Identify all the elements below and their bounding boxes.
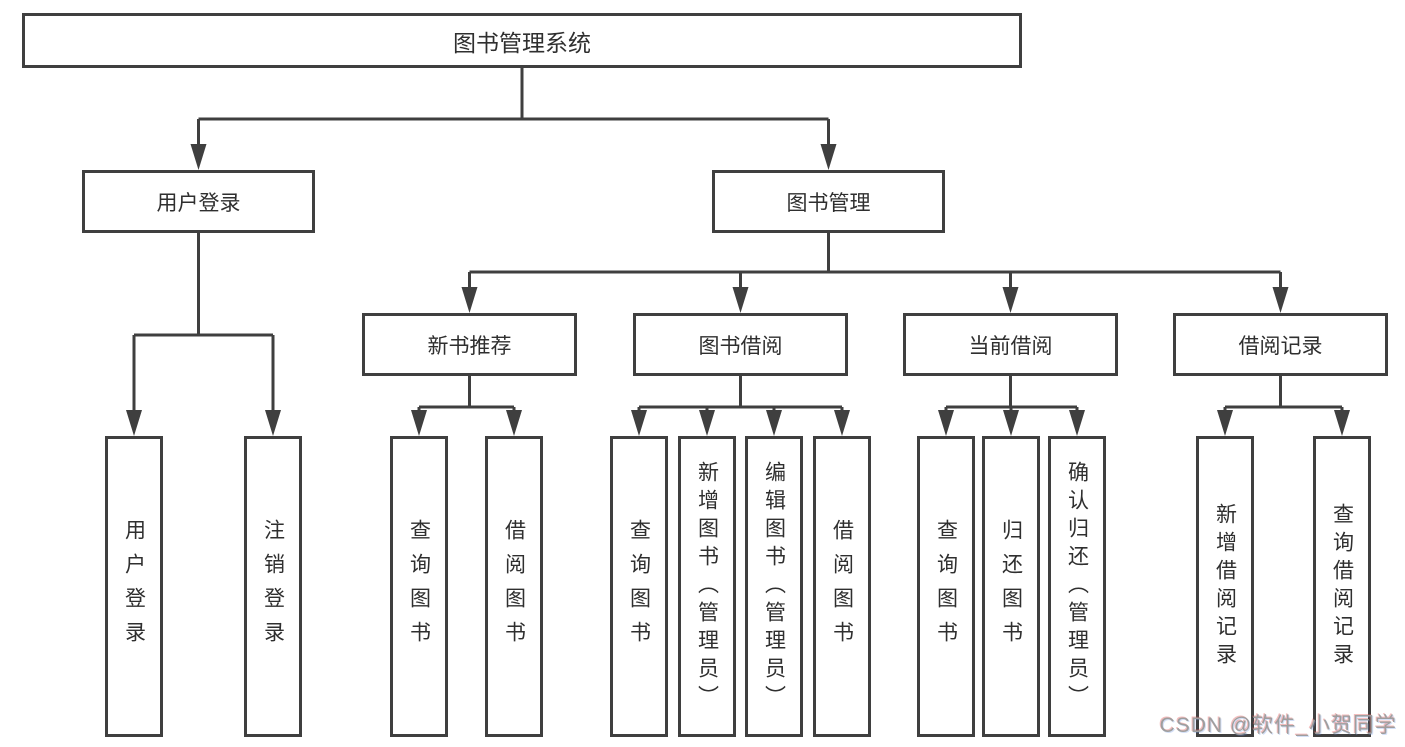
- leaf-logout-login: 注销登录: [244, 436, 302, 737]
- node-label: 用户登录: [122, 518, 146, 655]
- leaf-edit-books-admin: 编辑图书（管理员）: [745, 436, 803, 737]
- node-borrow-records: 借阅记录: [1173, 313, 1388, 376]
- leaf-recommend-borrow-books: 借阅图书: [485, 436, 543, 737]
- node-book-management: 图书管理: [712, 170, 945, 233]
- leaf-query-borrow-record: 查询借阅记录: [1313, 436, 1371, 737]
- node-label: 注销登录: [261, 518, 285, 655]
- node-label: 借阅记录: [1238, 334, 1323, 358]
- node-label: 编辑图书（管理员）: [762, 460, 786, 713]
- node-label: 图书借阅: [698, 334, 783, 358]
- csdn-watermark: CSDN @软件_小贺同学: [1159, 714, 1397, 737]
- node-label: 借阅图书: [502, 518, 526, 655]
- leaf-return-books: 归还图书: [982, 436, 1040, 737]
- node-current-borrow: 当前借阅: [903, 313, 1118, 376]
- leaf-current-query-books: 查询图书: [917, 436, 975, 737]
- node-user-login: 用户登录: [82, 170, 315, 233]
- node-label: 新增图书（管理员）: [695, 460, 719, 713]
- node-label: 查询图书: [627, 518, 651, 655]
- leaf-confirm-return-admin: 确认归还（管理员）: [1048, 436, 1106, 737]
- node-label: 查询图书: [934, 518, 958, 655]
- node-label: 用户登录: [156, 191, 241, 215]
- leaf-borrow-query-books: 查询图书: [610, 436, 668, 737]
- leaf-add-books-admin: 新增图书（管理员）: [678, 436, 736, 737]
- node-label: 归还图书: [999, 518, 1023, 655]
- leaf-borrow-books: 借阅图书: [813, 436, 871, 737]
- leaf-recommend-query-books: 查询图书: [390, 436, 448, 737]
- node-label: 新增借阅记录: [1213, 502, 1237, 671]
- node-label: 新书推荐: [427, 334, 512, 358]
- node-new-book-recommend: 新书推荐: [362, 313, 577, 376]
- node-label: 当前借阅: [968, 334, 1053, 358]
- leaf-user-login: 用户登录: [105, 436, 163, 737]
- node-library-management-system: 图书管理系统: [22, 13, 1022, 68]
- node-label: 图书管理系统: [453, 29, 591, 56]
- node-label: 查询图书: [407, 518, 431, 655]
- node-label: 图书管理: [786, 191, 871, 215]
- node-label: 查询借阅记录: [1330, 502, 1354, 671]
- node-book-borrow: 图书借阅: [633, 313, 848, 376]
- node-label: 确认归还（管理员）: [1065, 460, 1089, 713]
- leaf-add-borrow-record: 新增借阅记录: [1196, 436, 1254, 737]
- node-label: 借阅图书: [830, 518, 854, 655]
